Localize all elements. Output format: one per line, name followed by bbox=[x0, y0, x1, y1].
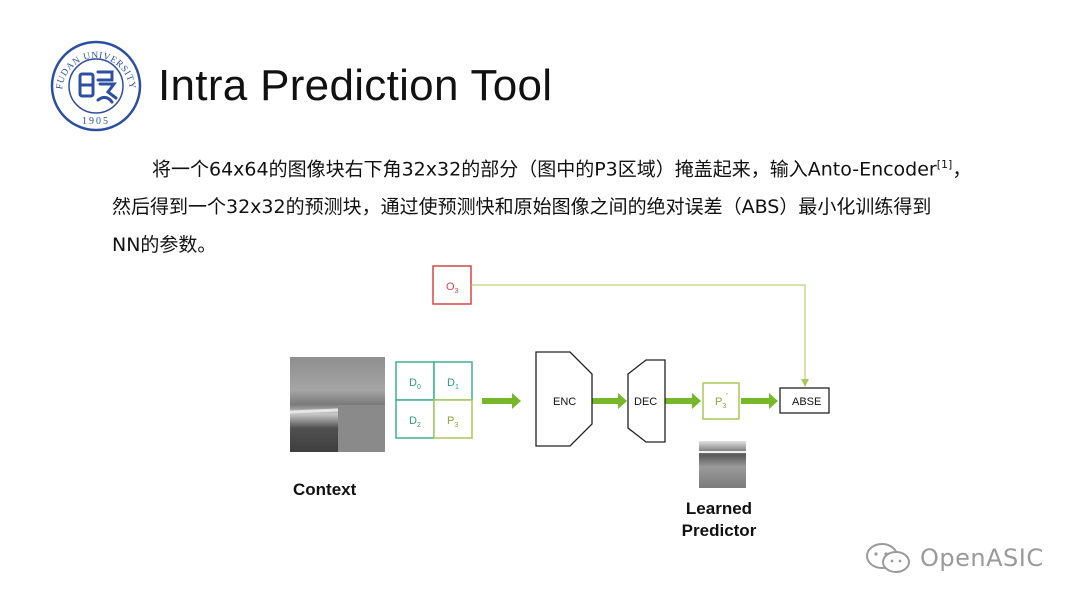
watermark: OpenASIC bbox=[864, 542, 1054, 576]
cell-p3-label: P3 bbox=[447, 415, 458, 429]
cell-p3 bbox=[433, 399, 473, 439]
learned-predictor-label-line1: Learned bbox=[686, 499, 752, 518]
p3-prime-label: P3' bbox=[715, 392, 728, 410]
description-paragraph: 将一个64x64的图像块右下角32x32的部分（图中的P3区域）掩盖起来，输入A… bbox=[112, 146, 992, 264]
logo-seal-glyph bbox=[78, 70, 118, 104]
paragraph-line-2: 然后得到一个32x32的预测块，通过使预测快和原始图像之间的绝对误差（ABS）最… bbox=[112, 196, 932, 219]
arrow-p3-to-abse bbox=[741, 393, 778, 409]
o3-to-abse-connector bbox=[471, 284, 809, 387]
learned-predictor-label-line2: Predictor bbox=[682, 521, 757, 540]
cell-d0-label: D0 bbox=[409, 377, 421, 391]
logo-year: 1905 bbox=[82, 116, 110, 127]
cell-d0 bbox=[395, 361, 435, 401]
cell-d2-label: D2 bbox=[409, 415, 421, 429]
context-label: Context bbox=[293, 480, 357, 499]
paragraph-line-1: 将一个64x64的图像块右下角32x32的部分（图中的P3区域）掩盖起来，输入A… bbox=[112, 146, 992, 188]
context-image bbox=[289, 357, 385, 452]
arrow-grid-to-enc bbox=[482, 393, 521, 409]
wechat-icon bbox=[866, 543, 910, 573]
arrow-enc-to-dec bbox=[592, 393, 627, 409]
slide-title: Intra Prediction Tool bbox=[158, 61, 553, 110]
reference-marker[interactable]: [1] bbox=[936, 158, 953, 171]
encoder-label: ENC bbox=[553, 396, 576, 408]
p3-prime-box bbox=[702, 382, 740, 420]
abse-box bbox=[779, 387, 830, 414]
paragraph-line-3: NN的参数。 bbox=[112, 234, 217, 257]
o3-label: O3 bbox=[446, 281, 459, 295]
paragraph-line-1-text: 将一个64x64的图像块右下角32x32的部分（图中的P3区域）掩盖起来，输入A… bbox=[152, 158, 937, 181]
cell-d1-label: D1 bbox=[447, 377, 459, 391]
decoder-block bbox=[627, 359, 666, 443]
learned-predictor-image bbox=[699, 441, 746, 488]
abse-label: ABSE bbox=[792, 396, 821, 408]
watermark-text: OpenASIC bbox=[920, 544, 1044, 572]
decoder-label: DEC bbox=[634, 396, 657, 408]
fudan-university-logo: FUDAN UNIVERSITY 1905 bbox=[50, 40, 142, 132]
arrow-dec-to-p3 bbox=[665, 393, 701, 409]
o3-box bbox=[432, 265, 472, 305]
block-grid: D0 D1 D2 P3 bbox=[395, 361, 473, 439]
flow-arrows bbox=[482, 393, 778, 409]
cell-d1 bbox=[433, 361, 473, 401]
encoder-block bbox=[535, 351, 593, 447]
paragraph-line-1-end: ， bbox=[952, 158, 972, 181]
